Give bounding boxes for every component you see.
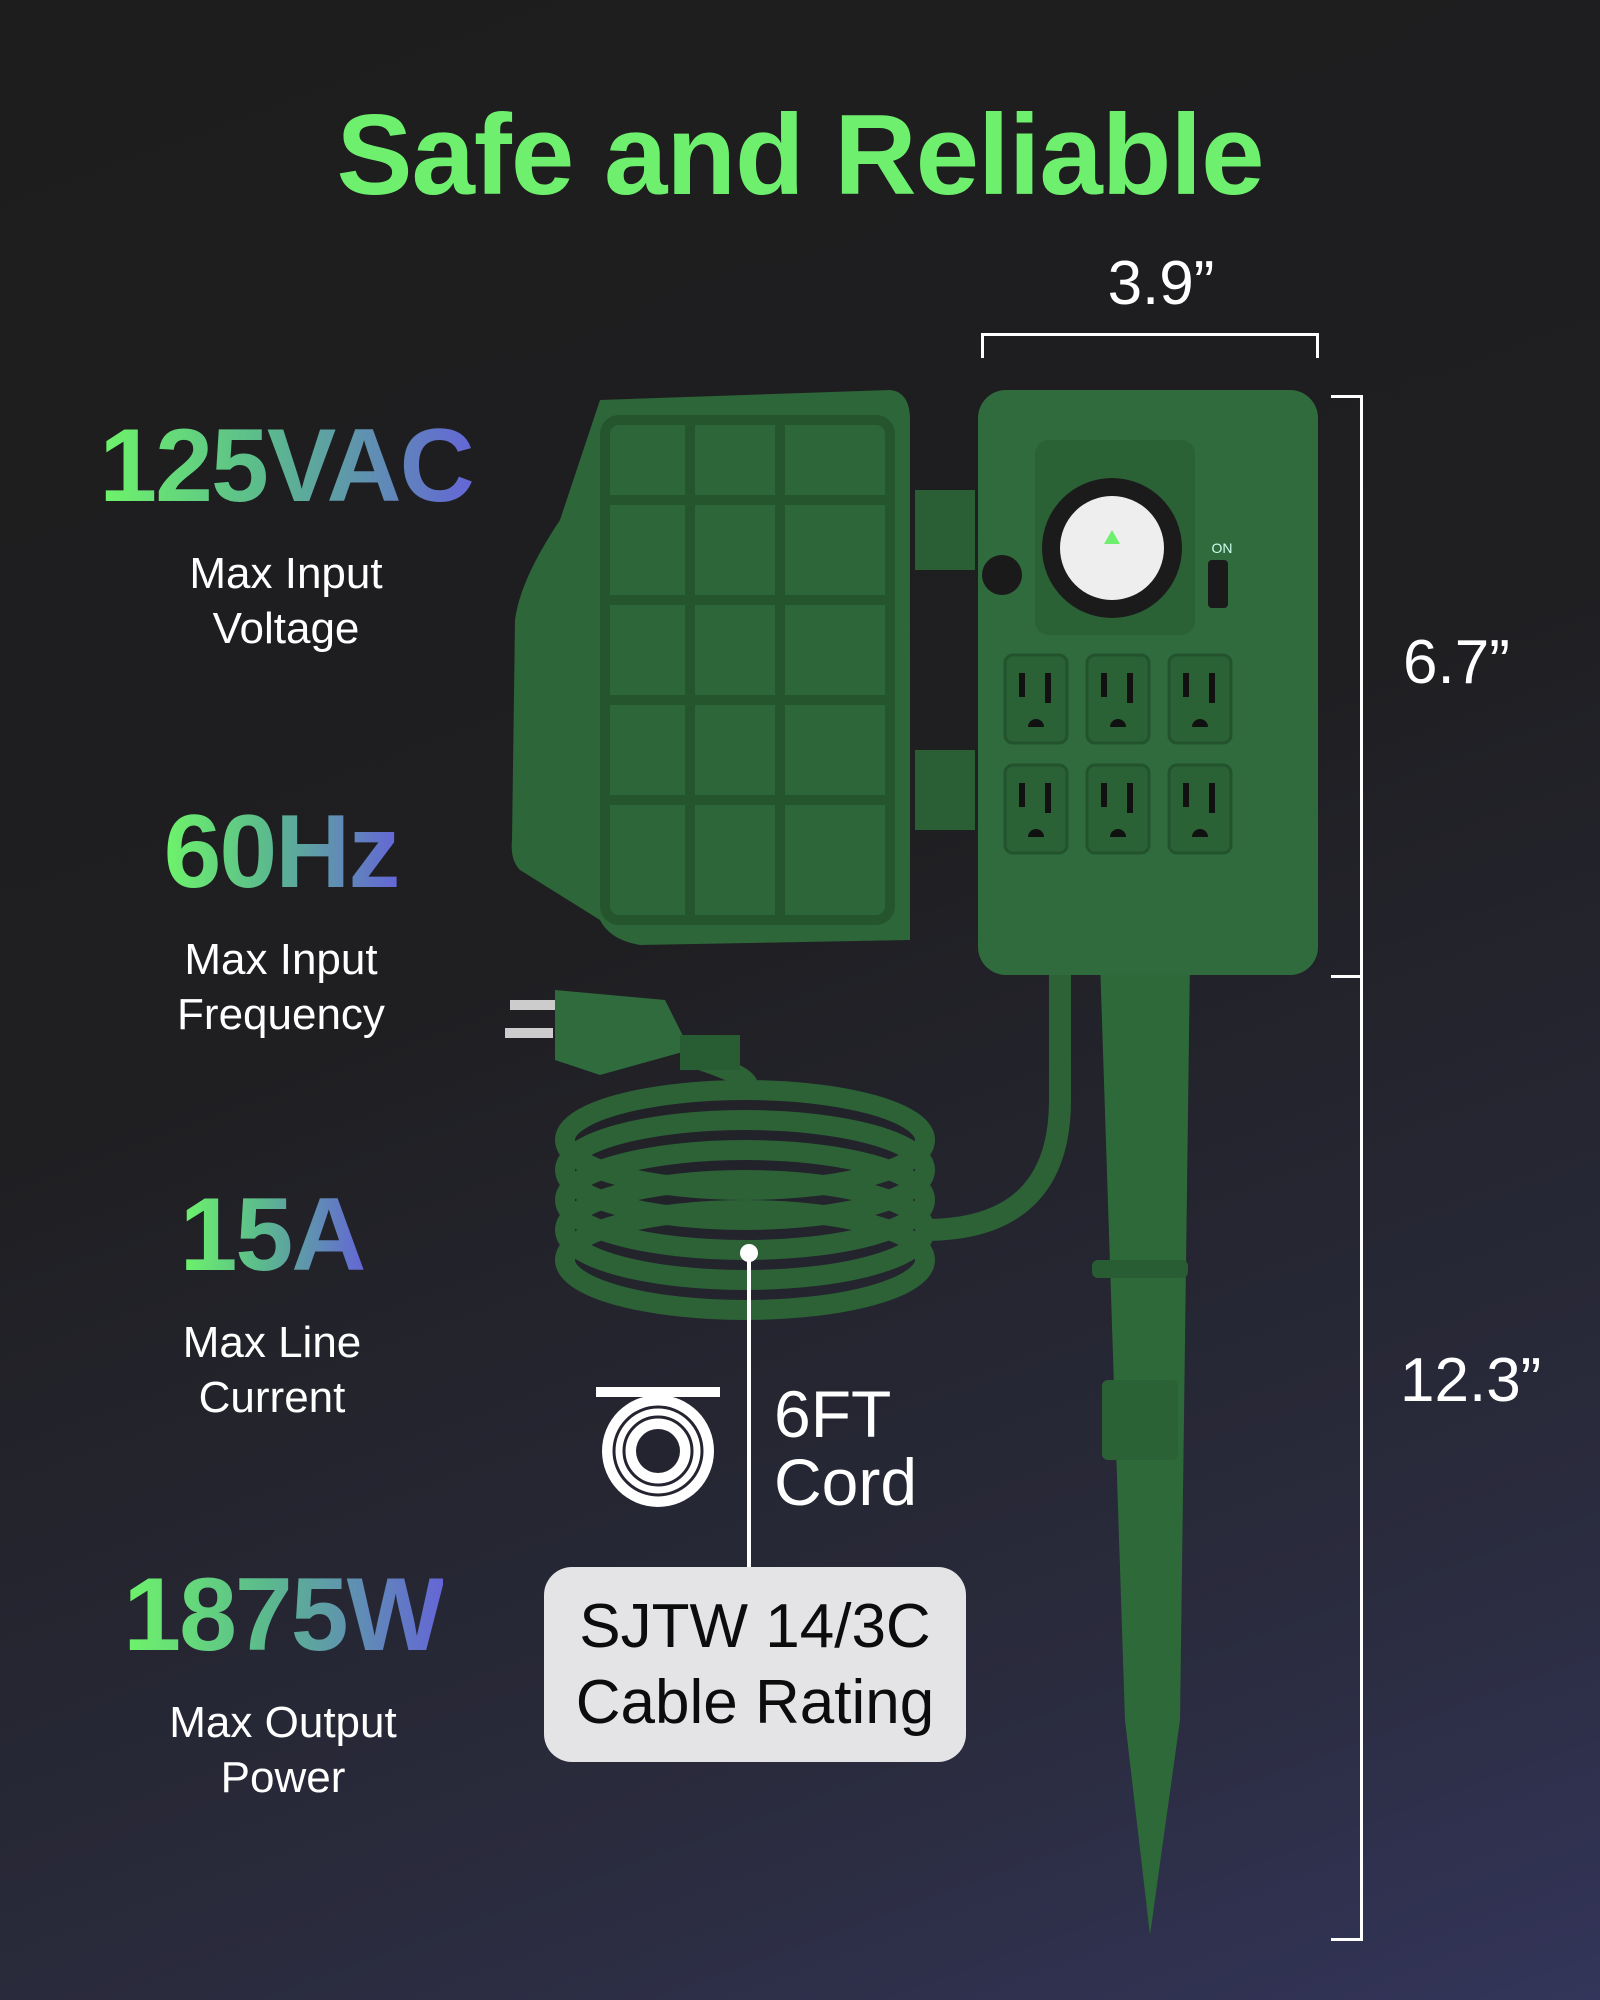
- spec-label: Power: [220, 1753, 346, 1802]
- outlet: [1085, 653, 1151, 745]
- height-bracket: [1360, 395, 1363, 1941]
- open-cover: [511, 390, 910, 945]
- cord-coil-icon: [596, 1387, 720, 1507]
- cord-label: Cord: [774, 1445, 918, 1519]
- spec-label: Max Input: [189, 549, 383, 598]
- bracket-tick: [1331, 1938, 1363, 1941]
- outlet: [1085, 763, 1151, 855]
- cord-length: 6FT Cord: [774, 1380, 917, 1516]
- bracket-tick: [981, 333, 984, 358]
- spec-label: Max Line: [182, 1318, 362, 1367]
- outlet: [1003, 653, 1069, 745]
- hinge: [915, 490, 975, 570]
- cord: [924, 970, 1071, 1241]
- spec-value: 1875W: [123, 1557, 445, 1673]
- callout-line: [747, 1253, 751, 1567]
- cord-coil: [555, 1080, 935, 1320]
- spec-label: Current: [198, 1373, 346, 1422]
- reset-knob: [982, 555, 1022, 595]
- page-title: Safe and Reliable: [336, 92, 1264, 219]
- spec-value: 125VAC: [99, 408, 474, 524]
- switch-label: ON: [1212, 540, 1233, 556]
- outlet: [1167, 653, 1233, 745]
- outdoor-timer-power-stake-image: ON: [505, 390, 1318, 1935]
- cable-rating-value: SJTW 14/3C: [579, 1591, 931, 1661]
- plug: [505, 990, 740, 1075]
- width-bracket: [981, 333, 1319, 336]
- spec-value: 60Hz: [163, 794, 401, 910]
- spec-label: Max Output: [169, 1698, 397, 1747]
- bracket-tick: [1316, 333, 1319, 358]
- outlets: [1003, 653, 1233, 855]
- dimension-box-height: 6.7”: [1403, 628, 1510, 697]
- bracket-tick: [1331, 975, 1363, 978]
- hinge: [915, 750, 975, 830]
- dimension-stake-height: 12.3”: [1400, 1346, 1542, 1415]
- cord-length-value: 6FT: [774, 1377, 892, 1451]
- bracket-tick: [1331, 395, 1363, 398]
- on-off-switch: [1208, 560, 1228, 608]
- spec-label: Max Input: [184, 935, 378, 984]
- spec-label: Voltage: [212, 604, 360, 653]
- spec-value: 15A: [179, 1177, 367, 1293]
- cable-rating-badge: SJTW 14/3C Cable Rating: [544, 1567, 966, 1762]
- outlet: [1003, 763, 1069, 855]
- cable-rating-label: Cable Rating: [575, 1667, 935, 1737]
- outlet: [1167, 763, 1233, 855]
- dimension-width: 3.9”: [1107, 249, 1215, 318]
- spec-label: Frequency: [177, 990, 385, 1039]
